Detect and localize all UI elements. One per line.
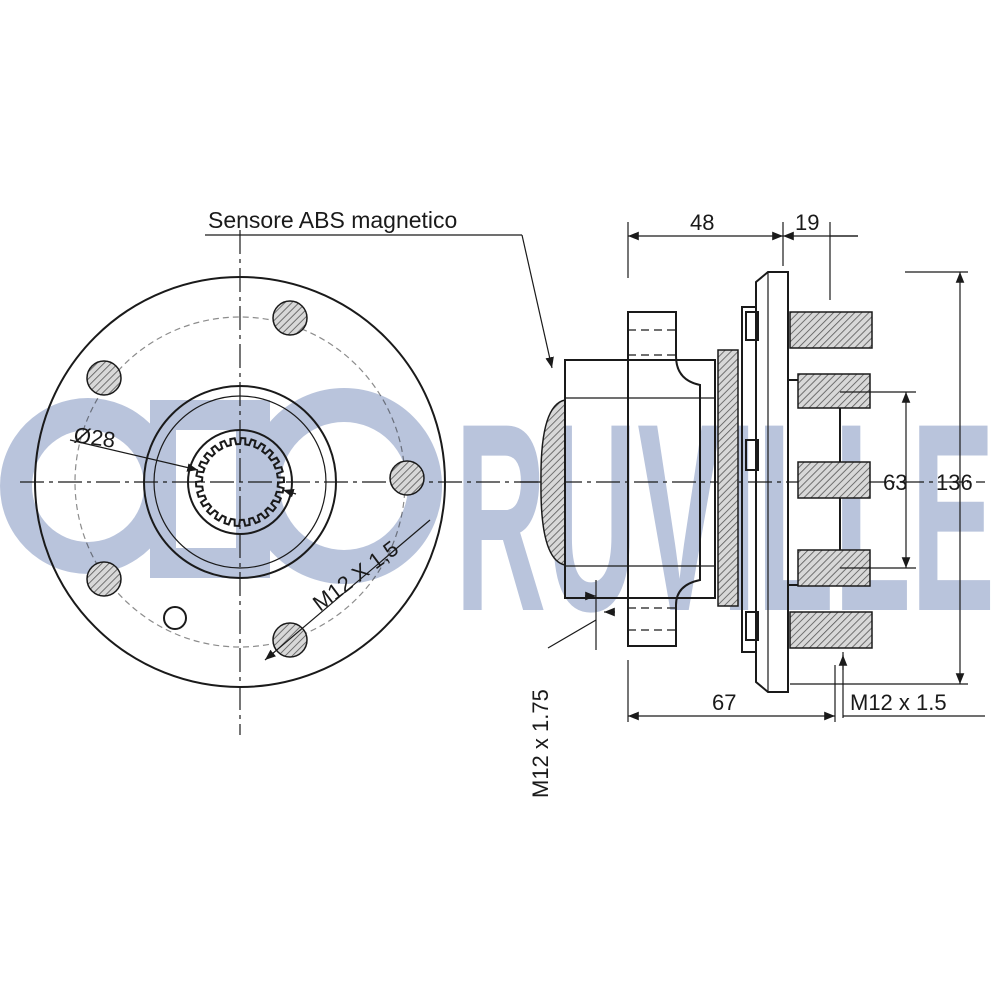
side-thread-label: M12 x 1.75 [528,689,553,798]
wheel-stud-1 [789,311,873,349]
abs-sensor-callout: Sensore ABS magnetico [205,207,554,369]
spline-diameter-leader [69,439,199,472]
spline-diameter-label: Ø28 [72,422,117,453]
mounting-lug [627,311,701,647]
hub-outer-ring [143,385,337,579]
stud-head-3 [745,611,759,641]
locating-hole [163,606,187,630]
dim-63-label: 63 [883,470,907,495]
seal-ring [717,349,739,607]
dim-136-label: 136 [936,470,973,495]
stud-head-1 [745,311,759,341]
abs-sensor-ring [540,399,566,566]
dim-19-label: 19 [795,210,819,235]
bolt-hole-2 [86,360,122,396]
abs-leader [521,234,554,369]
hub-bore [187,429,293,535]
dim-48-label: 48 [690,210,714,235]
abs-sensor-label: Sensore ABS magnetico [208,207,457,233]
wheel-stud-3 [797,461,871,499]
side-thread-leader [547,619,597,649]
front-thread-leader [264,519,431,661]
spline-teeth [194,436,286,528]
brand-logo-ring [0,388,442,584]
hub-inner-ring [153,395,327,569]
stud-thread-label: M12 x 1.5 [850,690,947,715]
bearing-body [564,359,716,599]
side-view: M12 x 1.75 [520,271,985,798]
wheel-stud-2 [797,373,871,409]
bolt-hole-4 [86,561,122,597]
spline-diameter-leader-2 [282,489,297,498]
dim-67-label: 67 [712,690,736,715]
wheel-stud-5 [789,611,873,649]
bolt-hole-1 [272,300,308,336]
stud-head-2 [745,439,759,471]
flange-outline [34,276,446,688]
bolt-hole-3 [389,460,425,496]
dimension-lines: 48 19 67 M12 x 1.5 63 136 [627,210,985,722]
